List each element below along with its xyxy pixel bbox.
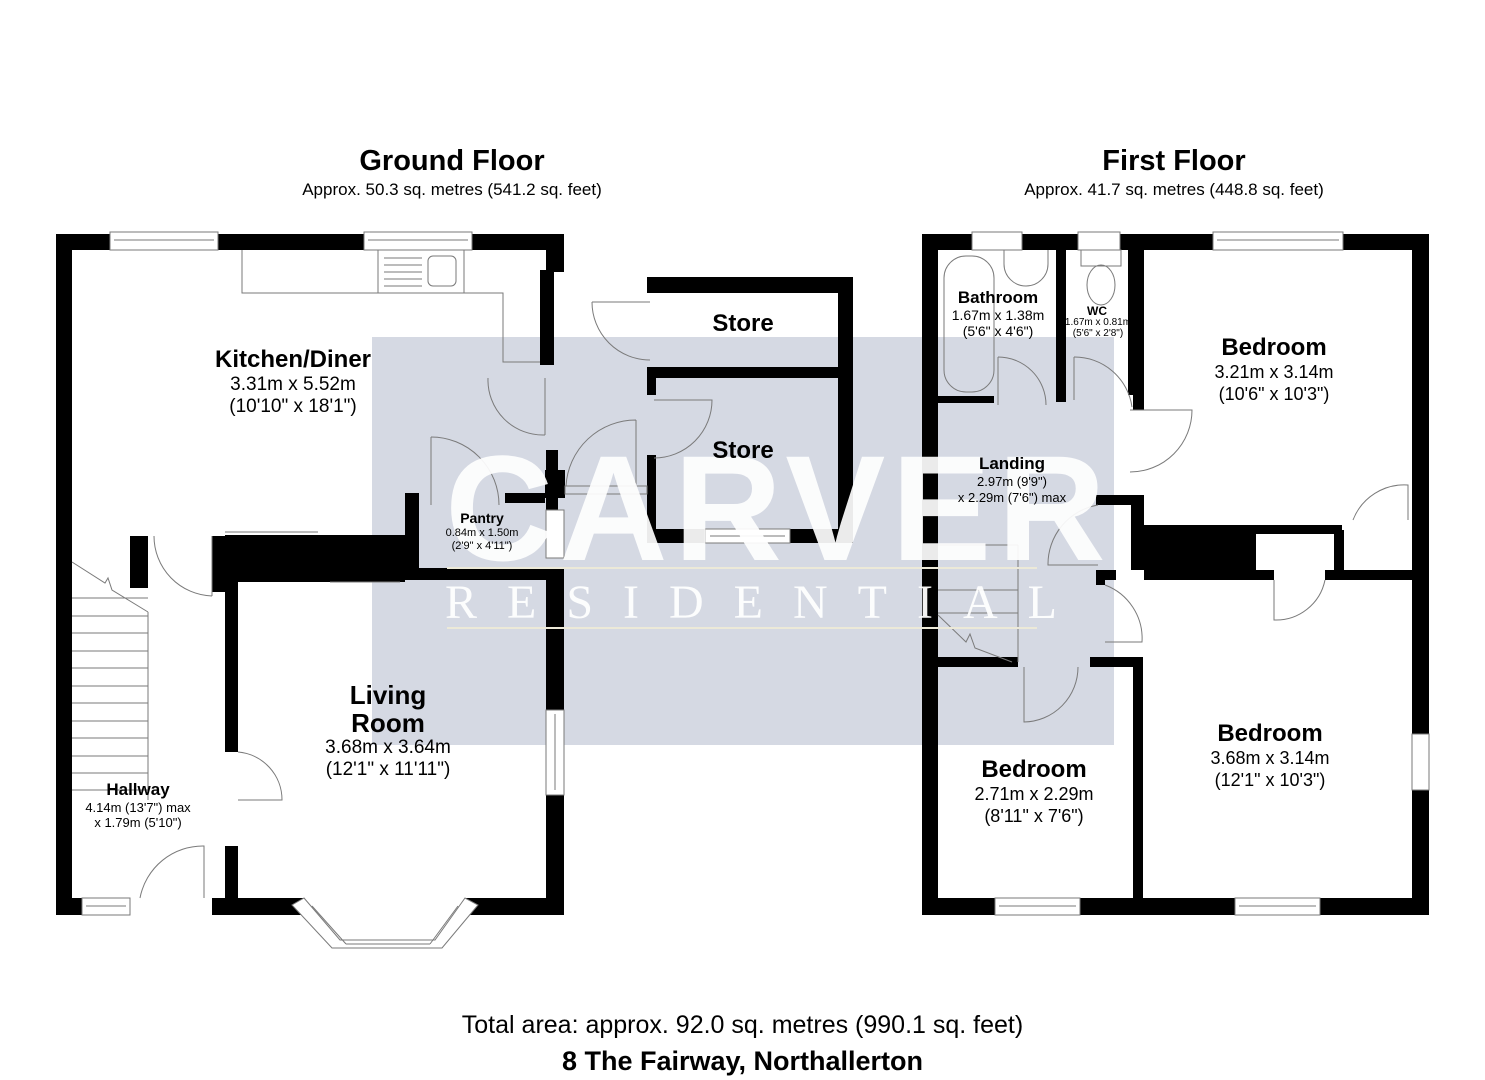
room-name: Bedroom <box>1217 720 1323 747</box>
room-name: Landing <box>978 454 1046 473</box>
first-floor-area: Approx. 41.7 sq. metres (448.8 sq. feet) <box>1024 180 1324 199</box>
room-name: Bedroom <box>1221 334 1327 361</box>
room-dimensions-line1: 4.14m (13'7") max <box>85 800 191 815</box>
room-dimensions-metric: 0.84m x 1.50m <box>445 527 519 539</box>
watermark-rule-top <box>447 567 1037 569</box>
room-dimensions-metric: 1.67m x 1.38m <box>951 307 1045 323</box>
room-name: WC <box>1087 304 1107 318</box>
room-name-line1: Living <box>349 680 427 710</box>
ground-floor-area: Approx. 50.3 sq. metres (541.2 sq. feet) <box>302 180 602 199</box>
room-name: Hallway <box>106 780 170 799</box>
room-dimensions-metric: 3.21m x 3.14m <box>1214 362 1334 382</box>
room-dimensions-imperial: (12'1" x 10'3") <box>1214 770 1326 790</box>
room-name-line2: Room <box>351 708 425 738</box>
room-name: Store <box>712 310 774 337</box>
room-dimensions-line2: x 2.29m (7'6") max <box>957 490 1067 505</box>
watermark-brand: CARVER <box>445 424 1112 592</box>
room-dimensions-metric: 1.67m x 0.81m <box>1064 317 1132 328</box>
room-name: Bedroom <box>981 756 1087 783</box>
watermark-rule-bottom <box>447 627 1037 629</box>
room-dimensions-line1: 2.97m (9'9") <box>977 474 1047 489</box>
room-dimensions-imperial: (10'6" x 10'3") <box>1218 384 1330 404</box>
room-dimensions-imperial: (5'6" x 2'8") <box>1072 328 1124 339</box>
first-floor-title: First Floor <box>1102 145 1246 177</box>
room-dimensions-imperial: (12'1" x 11'11") <box>325 759 451 780</box>
room-dimensions-imperial: (10'10" x 18'1") <box>229 396 357 417</box>
watermark-tagline: RESIDENTIAL <box>445 576 1087 629</box>
room-dimensions-imperial: (8'11" x 7'6") <box>984 806 1084 826</box>
room-name: Pantry <box>460 510 504 526</box>
room-dimensions-metric: 2.71m x 2.29m <box>974 784 1094 804</box>
room-name: Bathroom <box>957 288 1039 307</box>
property-address: 8 The Fairway, Northallerton <box>561 1046 924 1076</box>
total-area: Total area: approx. 92.0 sq. metres (990… <box>461 1011 1024 1039</box>
room-dimensions-line2: x 1.79m (5'10") <box>94 815 182 830</box>
room-name: Kitchen/Diner <box>214 346 372 373</box>
room-dimensions-metric: 3.31m x 5.52m <box>230 374 356 395</box>
room-dimensions-imperial: (2'9" x 4'11") <box>451 540 513 552</box>
room-dimensions-metric: 3.68m x 3.64m <box>325 737 451 758</box>
room-dimensions-metric: 3.68m x 3.14m <box>1210 748 1330 768</box>
room-name: Store <box>712 437 774 464</box>
room-dimensions-imperial: (5'6" x 4'6") <box>962 323 1034 339</box>
ground-floor-title: Ground Floor <box>359 145 545 177</box>
